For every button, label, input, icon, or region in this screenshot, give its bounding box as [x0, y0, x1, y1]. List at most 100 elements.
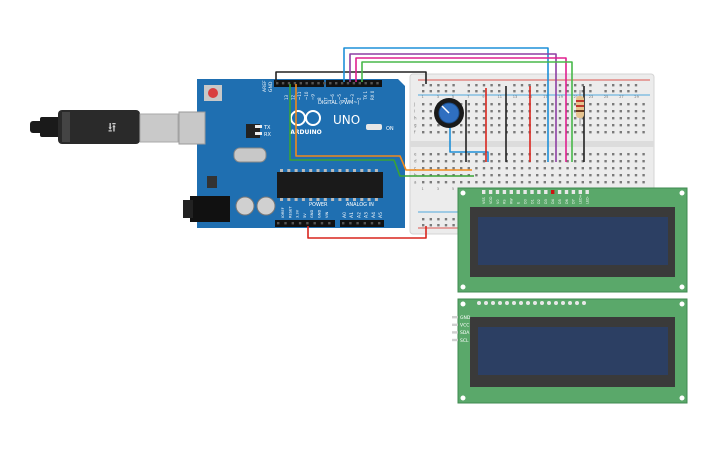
terminal-hole	[642, 167, 645, 170]
header-hole	[317, 82, 320, 85]
terminal-hole	[520, 174, 524, 177]
header-hole	[298, 222, 302, 225]
terminal-hole	[429, 103, 432, 106]
lcd-pad	[540, 301, 544, 305]
terminal-hole	[482, 131, 486, 134]
power-label: POWER	[309, 202, 328, 208]
lcd-pin-label: D7	[572, 199, 576, 204]
terminal-hole	[612, 167, 615, 170]
lcd-pin-label: E	[517, 202, 521, 204]
digital-pin-label: 13	[284, 94, 289, 100]
terminal-hole	[596, 167, 600, 170]
terminal-hole	[604, 160, 607, 163]
rail-hole	[422, 224, 425, 227]
terminal-hole	[475, 124, 478, 127]
terminal-hole	[543, 153, 546, 156]
rail-hole	[536, 84, 539, 87]
terminal-hole	[634, 160, 638, 163]
resistor-band-2	[576, 105, 584, 107]
terminal-hole	[551, 167, 554, 170]
terminal-hole	[574, 110, 577, 113]
terminal-hole	[558, 110, 562, 113]
terminal-hole	[612, 110, 615, 113]
header-hole	[287, 82, 291, 85]
wire-pink-d5	[355, 57, 567, 162]
terminal-hole	[444, 167, 448, 170]
column-number: 13	[513, 95, 518, 99]
potentiometer-indicator	[441, 105, 450, 114]
analog-pin-label: A4	[371, 212, 377, 218]
terminal-hole	[490, 153, 493, 156]
i2c-pin	[452, 331, 458, 334]
terminal-hole	[551, 103, 554, 106]
chip-pin	[331, 198, 335, 201]
resistor-band-1	[576, 100, 584, 102]
terminal-hole	[543, 167, 546, 170]
terminal-hole	[475, 160, 478, 163]
header-hole	[340, 82, 344, 85]
terminal-hole	[551, 153, 554, 156]
i2c-pin-label: VCC	[460, 323, 469, 329]
terminal-hole	[482, 117, 486, 120]
terminal-hole	[558, 117, 562, 120]
terminal-hole	[574, 174, 577, 177]
rx-label: RX	[264, 132, 271, 138]
terminal-hole	[566, 160, 569, 163]
uno-model-text: UNO	[333, 113, 360, 127]
terminal-hole	[467, 131, 470, 134]
chip-pin	[294, 198, 298, 201]
row-letter: d	[414, 159, 417, 164]
terminal-hole	[475, 167, 478, 170]
rail-hole	[574, 90, 577, 93]
terminal-hole	[596, 160, 600, 163]
column-number: 27	[619, 95, 624, 99]
chip-pin	[280, 169, 283, 172]
header-hole	[378, 222, 381, 225]
header-hole	[356, 222, 359, 225]
terminal-hole	[513, 167, 516, 170]
lcd-pin-label: D1	[530, 199, 534, 204]
wire-pot-wiper	[449, 110, 489, 162]
terminal-hole	[634, 124, 638, 127]
digital-pin-label: TX 1	[363, 91, 368, 101]
terminal-hole	[558, 124, 562, 127]
lcd-i2c-mount-hole-tr	[679, 301, 685, 307]
terminal-hole	[612, 181, 615, 184]
digital-pin-label: ~6	[330, 94, 335, 100]
reset-button	[208, 88, 218, 98]
terminal-hole	[482, 103, 486, 106]
power-pin-label: VIN	[325, 211, 329, 218]
lcd-top-screen	[478, 217, 668, 265]
lcd-pad	[491, 301, 495, 305]
terminal-hole	[589, 153, 592, 156]
terminal-hole	[574, 124, 577, 127]
terminal-hole	[612, 103, 615, 106]
row-letter: f	[414, 130, 416, 135]
terminal-hole	[429, 117, 432, 120]
capacitor-1	[235, 196, 255, 216]
header-hole	[364, 82, 367, 85]
wire-orange-rs	[295, 84, 472, 171]
column-number: 25	[604, 95, 609, 99]
terminal-hole	[566, 153, 569, 156]
analog-header	[340, 220, 384, 227]
terminal-hole	[574, 181, 577, 184]
terminal-hole	[589, 131, 592, 134]
terminal-hole	[520, 131, 524, 134]
column-number: 5	[452, 95, 454, 99]
header-hole	[293, 82, 297, 85]
rail-hole	[490, 90, 493, 93]
terminal-hole	[505, 167, 508, 170]
terminal-hole	[619, 103, 622, 106]
rail-hole	[422, 218, 425, 221]
terminal-hole	[536, 110, 539, 113]
rail-hole	[482, 84, 486, 87]
terminal-hole	[475, 103, 478, 106]
terminal-hole	[543, 174, 546, 177]
rail-hole	[452, 90, 455, 93]
lcd-pad	[575, 301, 579, 305]
terminal-hole	[475, 174, 478, 177]
terminal-hole	[513, 174, 516, 177]
terminal-hole	[574, 167, 577, 170]
